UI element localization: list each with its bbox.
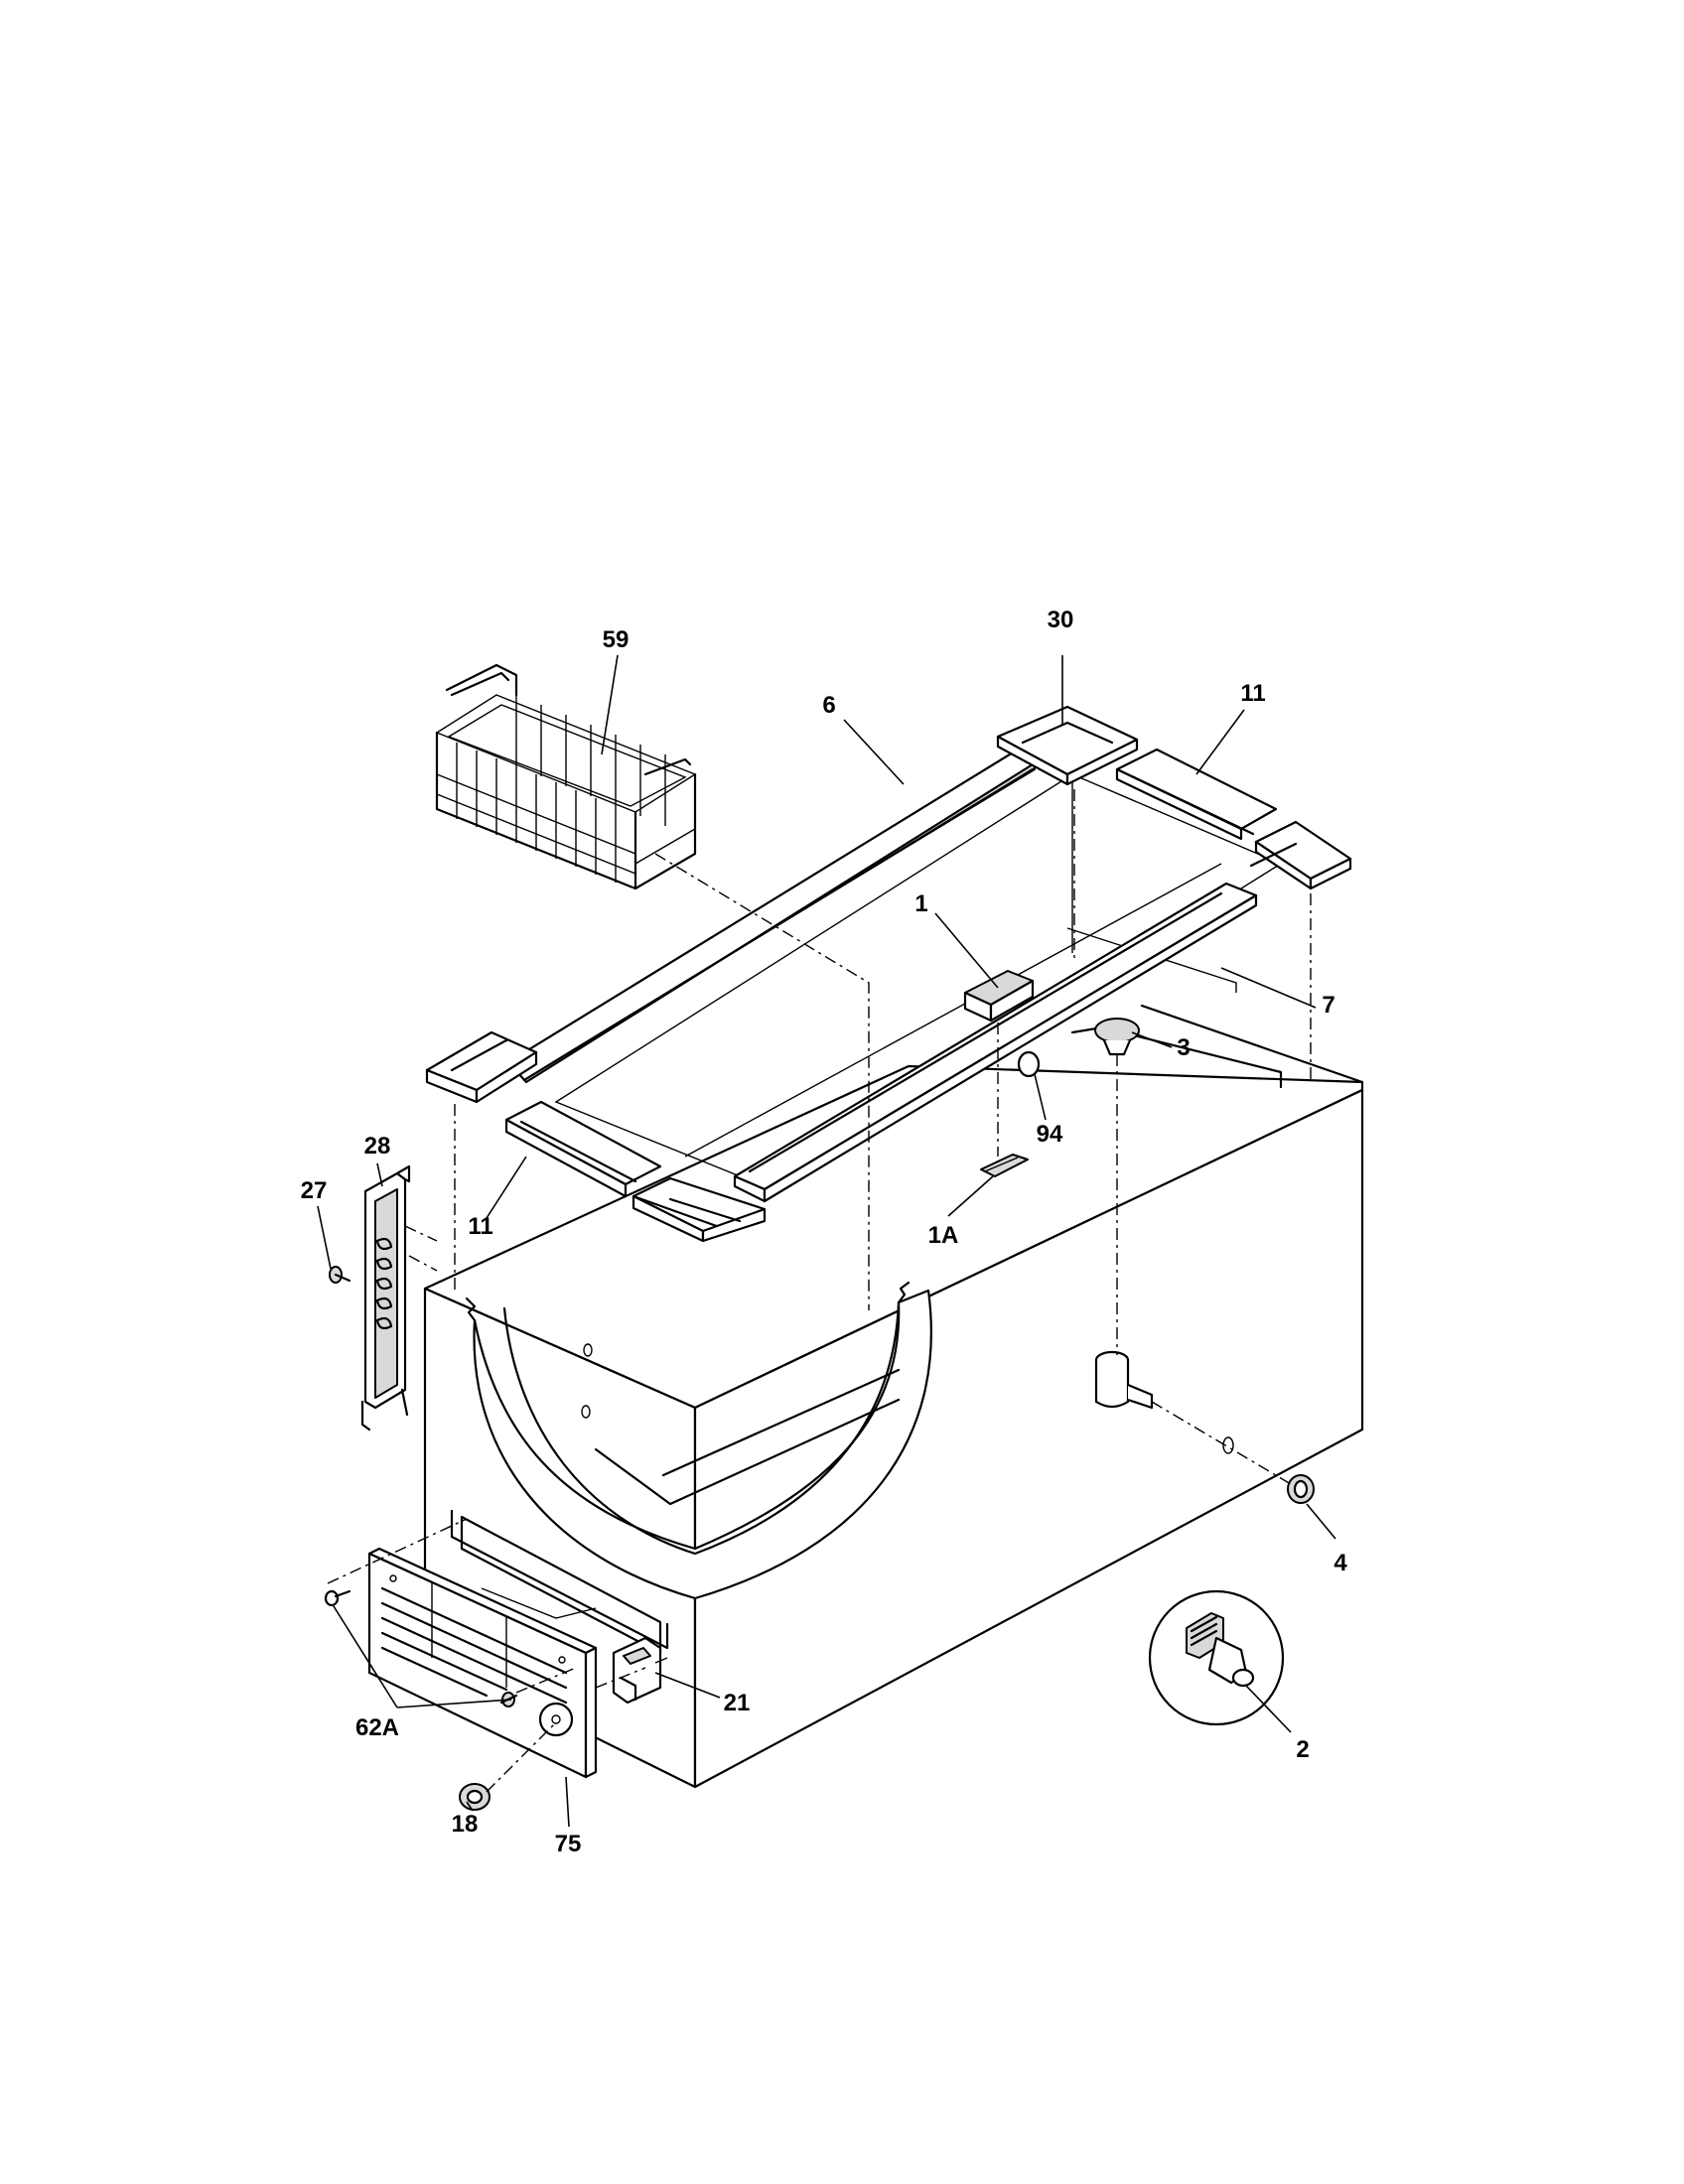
leader-lines	[317, 654, 1336, 1828]
label-breaker-corner-back: 30	[1048, 607, 1074, 633]
part-labels: 59 30 6 11 1 7 3 94 1A 11 28 27 4 62A 21…	[301, 607, 1348, 1857]
grommet	[459, 1783, 491, 1811]
drain-plug	[1094, 1018, 1140, 1056]
wire-basket	[435, 663, 697, 890]
grille-screws	[324, 1589, 518, 1707]
label-handle: 1	[914, 890, 927, 917]
label-drain-plug: 3	[1177, 1034, 1190, 1061]
lid-clip	[980, 1154, 1029, 1177]
label-breaker-strip-front: 7	[1322, 992, 1334, 1019]
label-breaker-strip-back: 6	[822, 692, 835, 719]
label-grille: 75	[555, 1831, 582, 1857]
label-grommet: 18	[452, 1811, 479, 1838]
hinge-screw	[329, 1266, 351, 1284]
alignment-lines	[327, 789, 1312, 1793]
label-drain-cap: 4	[1333, 1550, 1347, 1576]
label-basket: 59	[603, 626, 630, 653]
label-plug-94: 94	[1037, 1121, 1063, 1148]
label-drain-fitting: 2	[1296, 1736, 1309, 1763]
breaker-frame	[425, 705, 1352, 1243]
lid-hinge	[360, 1164, 411, 1432]
plug-94	[1017, 1050, 1041, 1078]
label-breaker-end-right: 11	[1240, 680, 1265, 707]
drain-fitting-callout	[1148, 1589, 1285, 1726]
power-switch	[612, 1636, 668, 1705]
label-breaker-end-left: 11	[468, 1213, 492, 1240]
lid-handle	[963, 970, 1035, 1023]
label-clip: 1A	[928, 1222, 959, 1249]
label-power-switch: 21	[724, 1690, 751, 1716]
label-grille-screws: 62A	[355, 1714, 399, 1741]
label-hinge-screw: 27	[301, 1177, 328, 1204]
front-grille	[367, 1547, 598, 1779]
drain-tube	[1094, 1350, 1315, 1504]
label-hinge: 28	[364, 1133, 391, 1160]
